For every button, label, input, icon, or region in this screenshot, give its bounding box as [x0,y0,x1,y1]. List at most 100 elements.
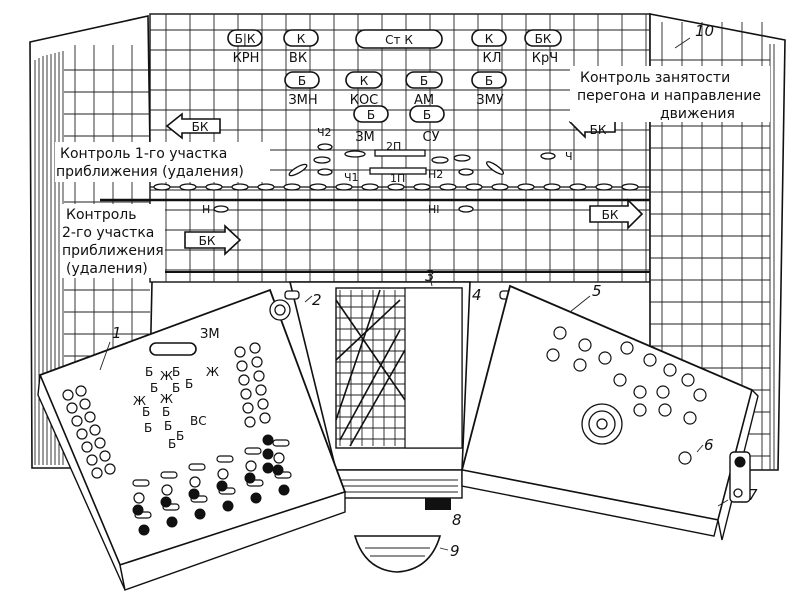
console-button-dark[interactable] [216,480,228,492]
console-button-dark[interactable] [160,496,172,508]
rotary-dial [581,403,623,445]
console-button[interactable] [234,346,246,358]
console-key[interactable] [216,455,234,463]
console-button[interactable] [71,415,83,427]
console-label: Б [185,377,193,391]
console-button[interactable] [91,467,103,479]
console-button[interactable] [62,389,74,401]
callout-2: 2 [312,291,322,309]
button-6[interactable] [678,451,692,465]
label-ch2: Ч2 [317,126,332,139]
console-button[interactable] [94,437,106,449]
console-button[interactable] [236,360,248,372]
console-button[interactable] [633,385,647,399]
console-key[interactable] [272,439,290,447]
svg-text:ВК: ВК [289,51,307,66]
console-button[interactable] [257,398,269,410]
console-button[interactable] [553,326,567,340]
console-button-dark[interactable] [222,500,234,512]
console-button[interactable] [238,374,250,386]
console-button[interactable] [663,363,677,377]
console-button-dark[interactable] [250,492,262,504]
console-button[interactable] [573,358,587,372]
console-key[interactable] [132,479,150,487]
console-button[interactable] [598,351,612,365]
console-button-dark[interactable] [188,488,200,500]
console-button-dark[interactable] [132,504,144,516]
svg-text:БК: БК [602,208,619,222]
console-label: Ж [206,365,219,379]
console-button-dark[interactable] [262,448,274,460]
label-2p: 2П [386,140,401,153]
console-button[interactable] [76,428,88,440]
console-button[interactable] [245,460,257,472]
console-button[interactable] [66,402,78,414]
track-lamp [465,183,483,191]
svg-text:ЗМН: ЗМН [288,93,317,108]
console-button-dark[interactable] [194,508,206,520]
console-button[interactable] [99,450,111,462]
console-label: Б [168,437,176,451]
console-button[interactable] [273,452,285,464]
console-label: Б [150,381,158,395]
track-lamp [491,183,509,191]
console-button[interactable] [613,373,627,387]
center-display-panel: 3 [288,267,471,510]
console-button[interactable] [251,356,263,368]
console-button[interactable] [259,412,271,424]
console-button-dark[interactable] [138,524,150,536]
console-button[interactable] [546,348,560,362]
console-label: Ж [160,369,173,383]
track-lamp [387,183,405,191]
console-button[interactable] [81,441,93,453]
console-button-dark[interactable] [244,472,256,484]
console-button[interactable] [656,385,670,399]
console-button[interactable] [249,342,261,354]
svg-text:Б: Б [367,108,375,122]
arrow-bk-right-bottom: БК [589,198,644,230]
console-button[interactable] [693,388,707,402]
console-button[interactable] [253,370,265,382]
console-button-dark[interactable] [262,462,274,474]
console-button[interactable] [681,373,695,387]
console-button[interactable] [578,338,592,352]
console-button-dark[interactable] [272,464,284,476]
console-button[interactable] [633,403,647,417]
console-button[interactable] [86,454,98,466]
console-key[interactable] [160,471,178,479]
console-button[interactable] [133,492,145,504]
console-key[interactable] [244,447,262,455]
console-button[interactable] [89,424,101,436]
console-button[interactable] [161,484,173,496]
console-button[interactable] [244,416,256,428]
console-button[interactable] [643,353,657,367]
svg-text:КРН: КРН [233,51,260,66]
console-button[interactable] [79,398,91,410]
console-button-dark[interactable] [278,484,290,496]
console-key[interactable] [188,463,206,471]
console-button-dark[interactable] [262,434,274,446]
console-button[interactable] [217,468,229,480]
svg-text:К: К [360,74,369,88]
console-button-dark[interactable] [166,516,178,528]
lamp-1p [369,167,427,175]
console-button[interactable] [683,411,697,425]
svg-text:КОС: КОС [350,93,379,108]
console-button[interactable] [84,411,96,423]
arrow-bk-left-top: БК [165,112,221,140]
console-button[interactable] [242,402,254,414]
track-lamp [517,183,535,191]
callout-3: 3 [425,267,435,285]
track-lamp [283,183,301,191]
console-button[interactable] [75,385,87,397]
console-button[interactable] [104,463,116,475]
console-button[interactable] [658,403,672,417]
console-button[interactable] [620,341,634,355]
track-lamp [153,183,171,191]
console-button[interactable] [189,476,201,488]
console-button[interactable] [240,388,252,400]
console-button[interactable] [255,384,267,396]
svg-text:приближения: приближения [62,243,164,259]
svg-text:Б: Б [485,74,493,88]
